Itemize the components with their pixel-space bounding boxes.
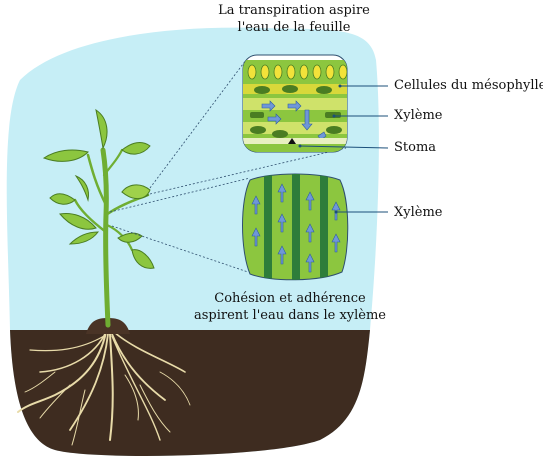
leaf xyxy=(95,108,108,150)
title-line1: La transpiration aspire xyxy=(218,3,370,18)
label-xylem-leaf: Xylème xyxy=(394,108,443,123)
leader-dot xyxy=(334,210,338,214)
leaf-highlighted xyxy=(121,184,151,199)
leaf xyxy=(117,232,143,243)
leaf-cross-section xyxy=(242,54,348,153)
roots xyxy=(17,331,191,446)
stoma-opening xyxy=(288,138,296,144)
label-mesophyll: Cellules du mésophylle xyxy=(394,78,543,93)
caption-line2: aspirent l'eau dans le xylème xyxy=(194,308,386,323)
leader-dot xyxy=(298,144,302,148)
mesophyll-cells xyxy=(247,64,347,80)
title-line2: l'eau de la feuille xyxy=(237,20,351,35)
label-leaders xyxy=(299,85,389,213)
leaf xyxy=(68,231,100,245)
leaves xyxy=(42,108,155,269)
label-xylem-stem: Xylème xyxy=(394,205,443,220)
leader-dot xyxy=(332,114,336,118)
leaf xyxy=(74,174,89,202)
xylem-arrows-stem xyxy=(251,183,341,273)
caption-line1: Cohésion et adhérence xyxy=(214,291,366,306)
leaf xyxy=(42,149,89,162)
label-stoma: Stoma xyxy=(394,140,437,155)
leaf xyxy=(49,193,76,205)
connector-lines xyxy=(109,59,347,273)
leaf xyxy=(131,249,155,269)
leaf xyxy=(121,142,151,155)
leaf xyxy=(59,213,97,230)
leader-dot xyxy=(338,84,342,88)
soil xyxy=(6,330,379,456)
stem-cross-section xyxy=(242,173,349,281)
